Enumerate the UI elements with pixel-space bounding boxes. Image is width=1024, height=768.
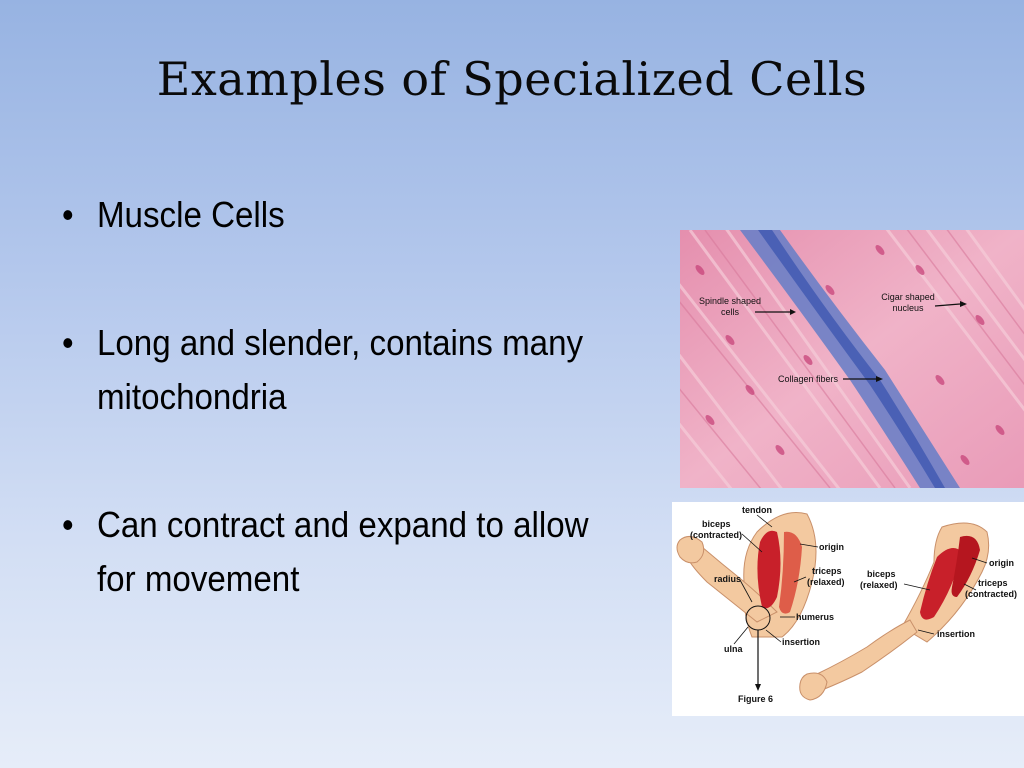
muscle-fiber-lines: [680, 230, 1024, 488]
label-insertion-left: insertion: [782, 637, 820, 647]
bullet-muscle-cells: • Muscle Cells: [62, 188, 623, 242]
arm-muscle-diagram: tendon biceps (contracted) origin tricep…: [672, 502, 1024, 716]
bullet-dot: •: [62, 194, 74, 235]
label-biceps-relaxed-2: (relaxed): [860, 580, 898, 590]
left-leader-lines: [733, 514, 819, 645]
left-arm-flexed: [676, 512, 817, 691]
muscle-fiber-lines-dark: [680, 230, 1024, 488]
label-collagen-fibers: Collagen fibers: [778, 374, 883, 384]
label-triceps-contracted-1: triceps: [978, 578, 1008, 588]
right-triceps-muscle: [951, 535, 980, 597]
left-arm-labels: tendon biceps (contracted) origin tricep…: [690, 505, 845, 704]
label-cigar-line2: nucleus: [892, 303, 924, 313]
label-insertion-right: insertion: [937, 629, 975, 639]
arm-diagram-svg: tendon biceps (contracted) origin tricep…: [676, 505, 1017, 704]
left-fist: [676, 536, 705, 564]
right-arm-labels: biceps (relaxed) origin triceps (contrac…: [860, 558, 1017, 639]
label-spindle-cells: Spindle shaped cells: [699, 296, 796, 317]
left-triceps-muscle: [779, 531, 802, 614]
label-biceps-contracted-1: biceps: [702, 519, 731, 529]
bullet-list: • Muscle Cells • Long and slender, conta…: [62, 188, 672, 680]
label-ulna: ulna: [724, 644, 743, 654]
label-radius: radius: [714, 574, 741, 584]
bullet-text: Long and slender, contains many mitochon…: [96, 322, 584, 417]
right-fist: [799, 672, 828, 701]
label-cigar-nucleus: Cigar shaped nucleus: [881, 292, 967, 313]
label-figure: Figure 6: [738, 694, 773, 704]
arrowhead-cigar: [960, 301, 967, 307]
bullet-dot: •: [62, 322, 74, 363]
cell-nuclei: [695, 245, 1005, 465]
bullet-dot: •: [62, 504, 74, 545]
right-arm-extended: [799, 522, 990, 701]
arrowhead-collagen: [876, 376, 883, 382]
label-humerus: humerus: [796, 612, 834, 622]
bullet-text: Can contract and expand to allow for mov…: [96, 504, 589, 599]
label-triceps-relaxed-2: (relaxed): [807, 577, 845, 587]
label-triceps-contracted-2: (contracted): [965, 589, 1017, 599]
label-spindle-line1: Spindle shaped: [699, 296, 761, 306]
right-forearm: [816, 619, 918, 691]
label-biceps-contracted-2: (contracted): [690, 530, 742, 540]
micrograph-svg: Spindle shaped cells Cigar shaped nucleu…: [680, 230, 1024, 488]
label-origin-right: origin: [989, 558, 1014, 568]
right-leader-lines: [903, 557, 988, 635]
label-cigar-line1: Cigar shaped: [881, 292, 935, 302]
arrow-cigar: [934, 303, 961, 307]
collagen-band-core: [758, 230, 945, 488]
label-spindle-line2: cells: [721, 307, 740, 317]
label-triceps-relaxed-1: triceps: [812, 566, 842, 576]
bullet-contract-expand: • Can contract and expand to allow for m…: [62, 498, 623, 606]
muscle-micrograph: Spindle shaped cells Cigar shaped nucleu…: [680, 230, 1024, 488]
label-origin-left: origin: [819, 542, 844, 552]
figure-pointer-arrowhead: [755, 684, 761, 691]
left-biceps-muscle: [757, 530, 781, 609]
label-collagen-text: Collagen fibers: [778, 374, 839, 384]
label-tendon: tendon: [742, 505, 772, 515]
right-biceps-muscle: [920, 548, 962, 620]
arrowhead-spindle: [790, 309, 796, 315]
bullet-text: Muscle Cells: [96, 194, 285, 235]
slide-title: Examples of Specialized Cells: [156, 52, 868, 106]
bullet-long-slender: • Long and slender, contains many mitoch…: [62, 316, 623, 424]
label-biceps-relaxed-1: biceps: [867, 569, 896, 579]
